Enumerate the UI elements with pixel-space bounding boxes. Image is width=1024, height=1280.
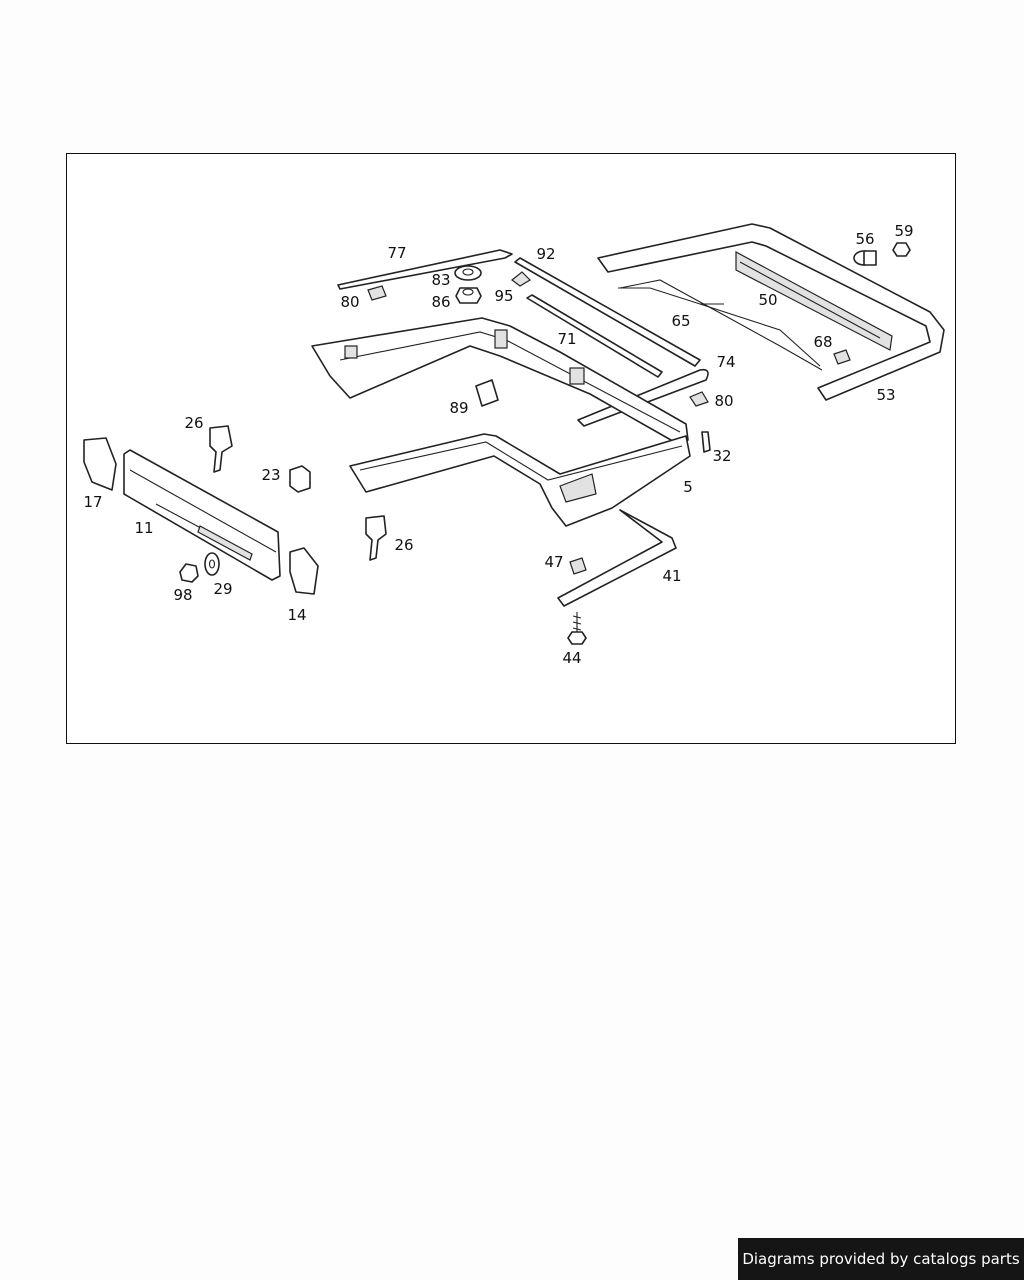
part-26-mount-b — [365, 515, 387, 561]
callout-80: 80 — [340, 293, 359, 311]
part-53-bumper-frame — [597, 223, 945, 401]
callout-65: 65 — [671, 312, 690, 330]
part-23-bushing — [289, 465, 311, 493]
part-80-clip-b — [689, 391, 709, 407]
callout-92: 92 — [536, 245, 555, 263]
part-83-washer — [454, 265, 482, 281]
part-47-clip — [569, 557, 587, 575]
part-59-nut — [892, 242, 911, 257]
part-98-nut — [179, 563, 199, 583]
part-95-clip — [511, 271, 531, 287]
part-44-screw — [567, 612, 587, 645]
callout-50: 50 — [758, 291, 777, 309]
credit-banner: Diagrams provided by catalogs parts — [738, 1238, 1024, 1280]
part-77-molding-strip — [337, 249, 513, 290]
callout-5: 5 — [683, 478, 693, 496]
part-92-trim-strip — [514, 257, 701, 367]
part-68-clip — [833, 349, 851, 365]
callout-83: 83 — [431, 271, 450, 289]
callout-56: 56 — [855, 230, 874, 248]
callout-23: 23 — [261, 466, 280, 484]
part-41-lower-strip — [557, 509, 677, 607]
part-86-nut — [455, 287, 482, 304]
callout-11: 11 — [134, 519, 153, 537]
callout-74: 74 — [716, 353, 735, 371]
callout-68: 68 — [813, 333, 832, 351]
part-14-end-bracket — [289, 547, 319, 595]
callout-71: 71 — [557, 330, 576, 348]
part-74-corner-strip — [577, 368, 709, 427]
part-bumper-upper-shell — [311, 317, 689, 445]
part-89-bracket — [475, 379, 499, 407]
callout-95: 95 — [494, 287, 513, 305]
part-80-clip — [367, 285, 387, 301]
callout-14: 14 — [287, 606, 306, 624]
callout-77: 77 — [387, 244, 406, 262]
part-26-mount-a — [209, 425, 233, 473]
part-32-link — [701, 431, 711, 453]
part-50-reinforcement — [739, 261, 881, 339]
callout-98: 98 — [173, 586, 192, 604]
callout-89: 89 — [449, 399, 468, 417]
callout-86: 86 — [431, 293, 450, 311]
part-5-bumper-cover — [349, 433, 691, 527]
part-29-washer — [204, 552, 220, 576]
callout-80: 80 — [714, 392, 733, 410]
callout-29: 29 — [213, 580, 232, 598]
part-17-end-bracket — [83, 437, 117, 491]
callout-53: 53 — [876, 386, 895, 404]
callout-17: 17 — [83, 493, 102, 511]
part-56-buffer — [853, 250, 877, 266]
callout-26: 26 — [394, 536, 413, 554]
part-65-wiring — [618, 287, 821, 367]
callout-59: 59 — [894, 222, 913, 240]
callout-41: 41 — [662, 567, 681, 585]
callout-44: 44 — [562, 649, 581, 667]
callout-26: 26 — [184, 414, 203, 432]
part-71-trim-strip — [526, 294, 663, 378]
part-11-carrier — [123, 449, 281, 581]
callout-47: 47 — [544, 553, 563, 571]
callout-32: 32 — [712, 447, 731, 465]
